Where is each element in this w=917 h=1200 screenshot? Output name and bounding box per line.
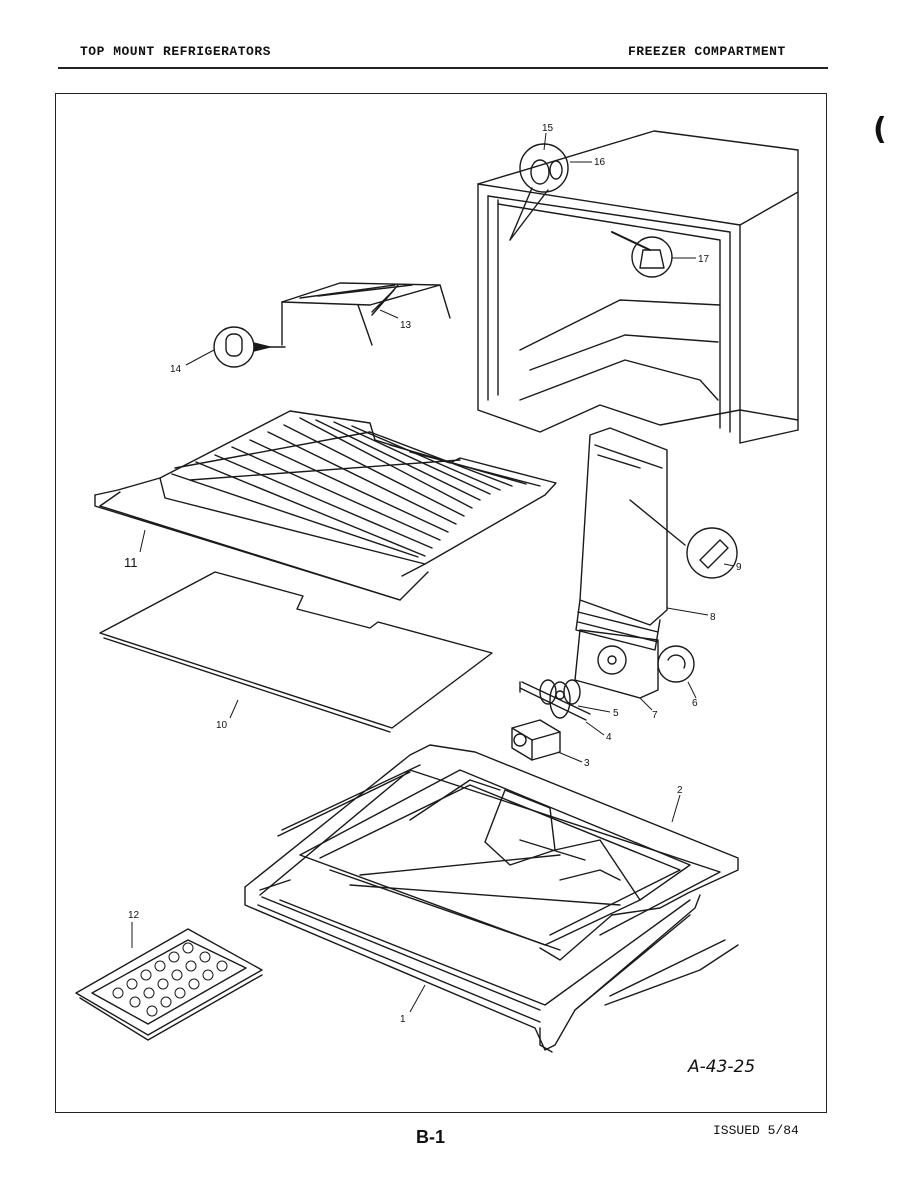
- part-8-evaporator-cover: [575, 427, 686, 651]
- part-17-detail: [631, 236, 673, 278]
- part-12-ice-tray: [75, 928, 263, 1041]
- callout-10: 10: [216, 720, 228, 731]
- margin-mark: (: [873, 112, 887, 147]
- part-11-wire-shelf: [94, 410, 557, 601]
- part-7-fan-bracket: [574, 629, 659, 699]
- header-right-title: FREEZER COMPARTMENT: [628, 44, 786, 59]
- leader-lines: [131, 132, 735, 1013]
- callout-4: 4: [606, 732, 612, 743]
- callout-11: 11: [124, 555, 138, 570]
- callout-5: 5: [613, 708, 619, 719]
- callout-16: 16: [594, 157, 606, 168]
- part-15-16-detail: [509, 143, 569, 241]
- callout-15: 15: [542, 123, 554, 134]
- part-4-mount: [519, 681, 591, 721]
- part-1-floor-tray: [244, 879, 739, 1053]
- part-6-detail: [657, 645, 695, 683]
- callout-8: 8: [710, 612, 716, 623]
- freezer-cabinet: [477, 130, 799, 444]
- callout-2: 2: [677, 785, 683, 796]
- callout-14: 14: [170, 364, 182, 375]
- callout-3: 3: [584, 758, 590, 769]
- callout-9: 9: [736, 562, 742, 573]
- callout-6: 6: [692, 698, 698, 709]
- callout-1: 1: [400, 1014, 406, 1025]
- callout-labels: 15 16 17 13 14 11 9 8 6 7 5 4 3 2 10 12 …: [124, 123, 755, 1077]
- callout-12: 12: [128, 910, 140, 921]
- ice-tray-cells: [112, 942, 228, 1017]
- diagram-frame: [55, 93, 827, 1113]
- part-5-fan-blade: [539, 679, 581, 719]
- callout-7: 7: [652, 710, 658, 721]
- part-13-bracket: [281, 282, 451, 346]
- header-left-title: TOP MOUNT REFRIGERATORS: [80, 44, 271, 59]
- part-10-panel: [99, 571, 493, 733]
- header-rule: [58, 67, 828, 69]
- part-3-fan-motor: [511, 719, 561, 761]
- issued-date: ISSUED 5/84: [713, 1123, 799, 1138]
- part-14-detail: [213, 326, 286, 368]
- callout-13: 13: [400, 320, 412, 331]
- part-2-divider: [244, 744, 739, 961]
- page-number: B-1: [416, 1127, 446, 1147]
- part-9-detail: [686, 527, 738, 579]
- drawing-number: A-43-25: [687, 1057, 755, 1077]
- callout-17: 17: [698, 254, 710, 265]
